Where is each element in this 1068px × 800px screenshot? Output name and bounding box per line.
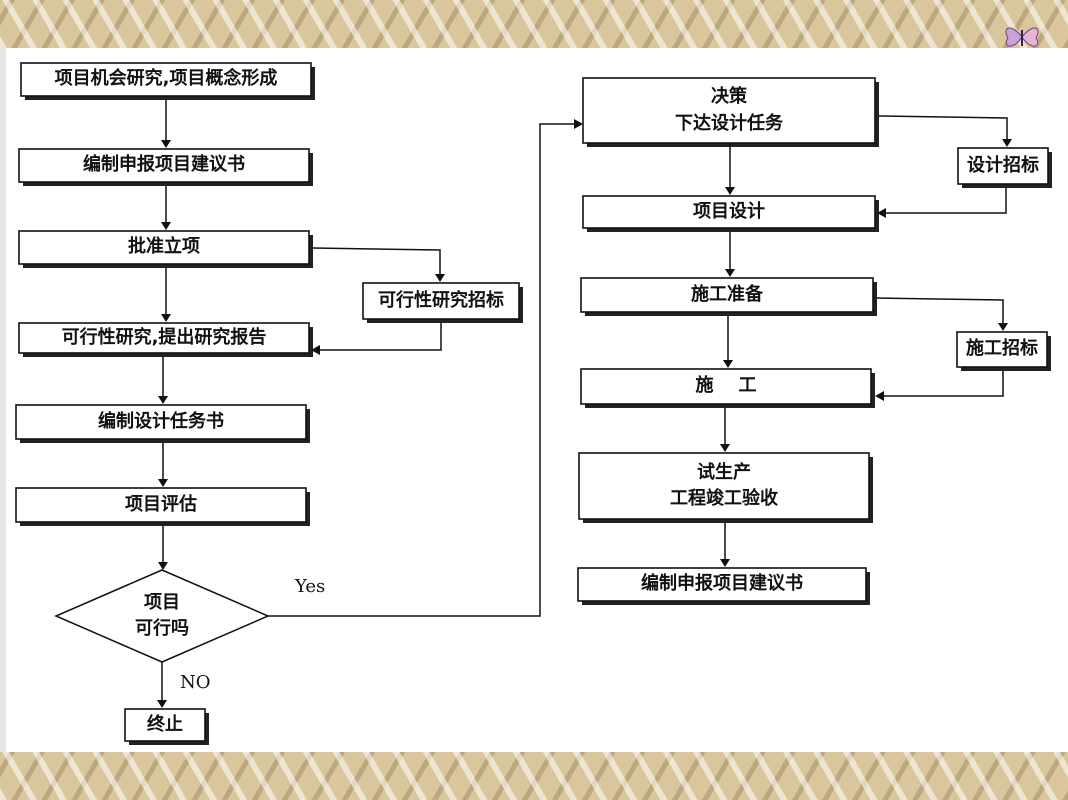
box-r4 (580, 368, 875, 408)
decision-task-line2: 下达设计任务 (675, 112, 783, 134)
butterfly-ornament-icon (1005, 27, 1039, 47)
box-r5 (578, 452, 873, 523)
box-side2 (957, 147, 1052, 188)
trial-line2: 工程竣工验收 (670, 488, 778, 509)
box-n6 (15, 487, 310, 526)
node-feasible-decision: 项目 可行吗 (96, 580, 228, 652)
node-design-bidding: 设计招标 (967, 154, 1039, 176)
decision-line2: 可行吗 (135, 618, 189, 639)
box-r3 (580, 277, 877, 316)
connectors-left (157, 100, 583, 708)
box-n4 (18, 322, 313, 357)
yes-edge-label: Yes (295, 576, 326, 597)
decorative-top-border (0, 0, 1068, 48)
box-n5 (15, 404, 310, 443)
node-project-proposal: 编制申报项目建议书 (83, 154, 245, 176)
node-final-proposal: 编制申报项目建议书 (641, 573, 803, 595)
box-n8 (124, 708, 209, 745)
box-n1 (20, 62, 315, 100)
node-trial-production: 试生产 工程竣工验收 (579, 453, 869, 519)
box-n2 (18, 148, 313, 186)
node-construction: 施 工 (695, 375, 757, 397)
box-r1 (582, 77, 879, 147)
slide-left-edge (0, 48, 6, 752)
decision-line1: 项目 (144, 591, 180, 613)
connectors-right (720, 115, 1012, 567)
node-project-evaluation: 项目评估 (125, 493, 197, 515)
node-decision-design-task: 决策 下达设计任务 (583, 78, 875, 143)
node-design-brief: 编制设计任务书 (98, 410, 224, 432)
node-feasibility-study: 可行性研究,提出研究报告 (61, 326, 267, 348)
box-side1 (362, 282, 523, 323)
box-r6 (577, 567, 870, 605)
decision-task-line1: 决策 (711, 86, 747, 108)
box-side3 (956, 331, 1051, 371)
box-n3 (18, 230, 313, 268)
node-construction-prep: 施工准备 (691, 283, 763, 305)
decorative-bottom-border (0, 752, 1068, 800)
trial-line1: 试生产 (697, 461, 751, 483)
node-approval: 批准立项 (128, 236, 200, 258)
node-opportunity-study: 项目机会研究,项目概念形成 (54, 68, 278, 90)
node-feasibility-bidding: 可行性研究招标 (378, 289, 504, 311)
box-r2 (582, 195, 879, 232)
node-terminate: 终止 (147, 713, 183, 735)
node-project-design: 项目设计 (693, 200, 765, 222)
node-construction-bidding: 施工招标 (966, 338, 1038, 360)
no-edge-label: NO (180, 672, 211, 693)
